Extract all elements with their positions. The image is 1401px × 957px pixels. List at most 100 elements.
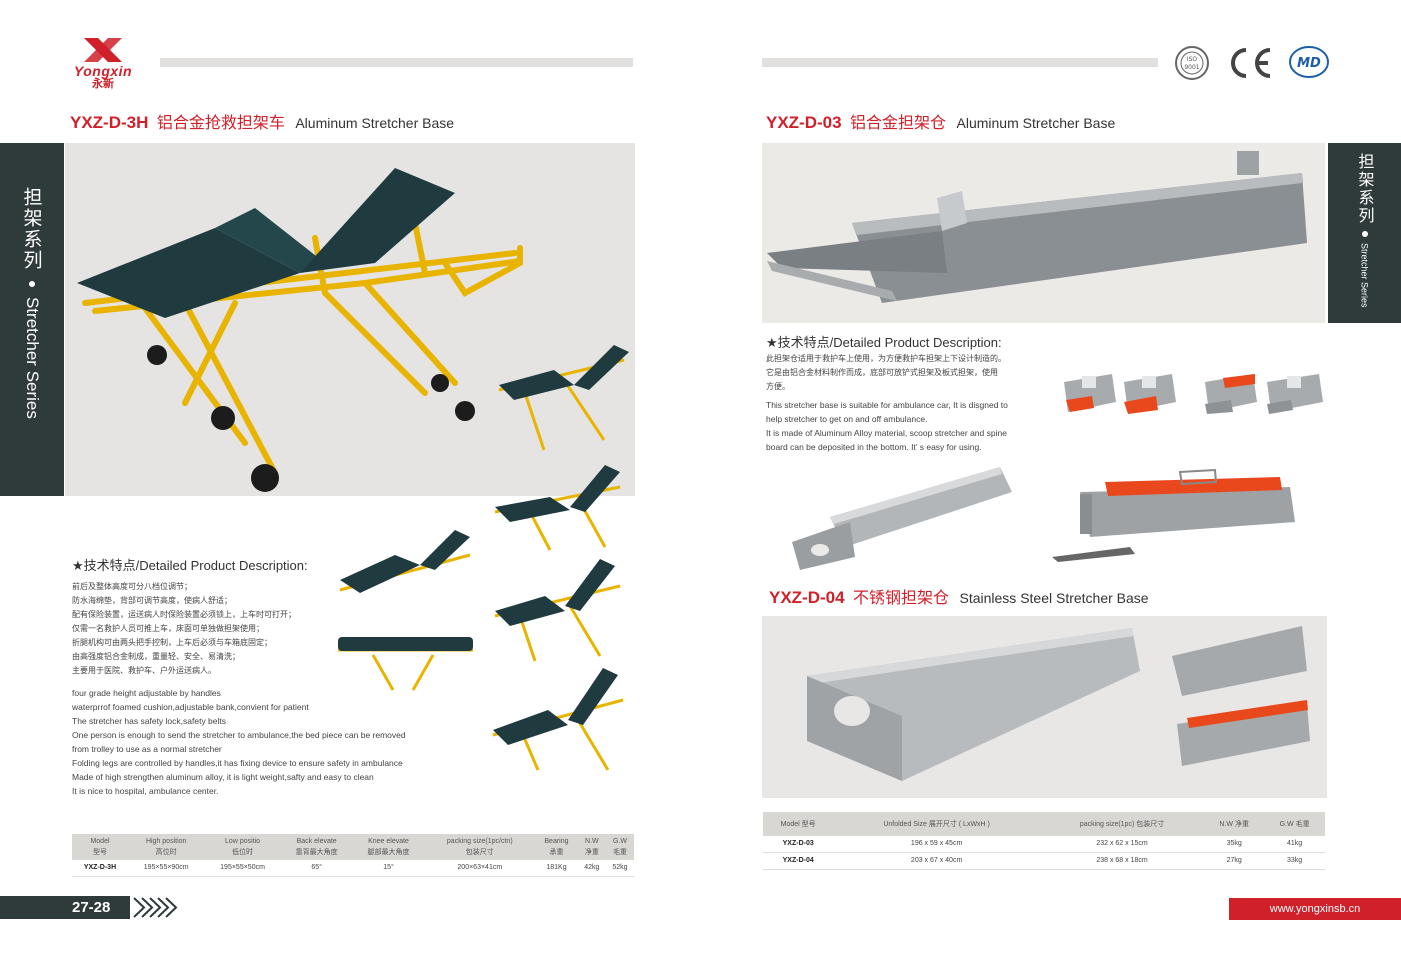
table-cell: YXZ-D-3H bbox=[72, 860, 128, 877]
chevrons-right-icon bbox=[133, 897, 178, 918]
left-desc-cn-line: 主要用于医院、救护车、户外运送病人。 bbox=[72, 666, 216, 675]
left-side-tab: 担架系列 Stretcher Series bbox=[0, 143, 64, 496]
table-cell: 238 x 68 x 18cm bbox=[1039, 852, 1205, 870]
left-desc-en: four grade height adjustable by handles … bbox=[72, 686, 406, 798]
right-bottom-model-code: YXZ-D-04 bbox=[769, 588, 845, 607]
table-header-row: Model 型号 Unfolded Size 展开尺寸 ( LxWxH ) pa… bbox=[763, 812, 1325, 836]
left-title-en: Aluminum Stretcher Base bbox=[295, 115, 455, 131]
table-cell: 52kg bbox=[605, 860, 634, 877]
stretcher-thumbnail-3 bbox=[335, 525, 475, 605]
md-mark-text: MD bbox=[1297, 56, 1321, 71]
side-tab-en: Stretcher Series bbox=[23, 297, 42, 419]
stretcher-thumbnail-4 bbox=[490, 556, 630, 666]
stretcher-thumbnail-5 bbox=[333, 625, 478, 695]
table-header: packing size(1pc) 包装尺寸 bbox=[1039, 812, 1205, 836]
right-desc-cn-line: 方便。 bbox=[766, 382, 790, 391]
md-certification: MD bbox=[1288, 44, 1330, 80]
table-cell: 195×55×50cm bbox=[204, 860, 281, 877]
iso-seal-text-top: ISO bbox=[1187, 56, 1198, 63]
side-tab-cn: 担架系列 bbox=[20, 187, 43, 271]
side-tab-cn-right: 担架系列 bbox=[1355, 153, 1375, 225]
table-cell: 200×63×41cm bbox=[424, 860, 536, 877]
right-top-model-code: YXZ-D-03 bbox=[766, 113, 842, 132]
left-desc-cn-line: 仅需一名救护人员可推上车，床面可单独做担架使用； bbox=[72, 624, 264, 633]
base-thumbnail-4 bbox=[1265, 372, 1325, 416]
table-header: packing size(1pc/ctn)包装尺寸 bbox=[424, 834, 536, 860]
left-desc-heading: ★技术特点/Detailed Product Description: bbox=[72, 558, 308, 573]
stretcher-in-base-image bbox=[1050, 462, 1305, 567]
ce-mark-icon bbox=[1231, 48, 1271, 78]
left-desc-en-line: It is nice to hospital, ambulance center… bbox=[72, 786, 219, 796]
table-cell: YXZ-D-04 bbox=[763, 852, 834, 870]
side-tab-en-right: Stretcher Series bbox=[1359, 243, 1370, 308]
table-cell: 35kg bbox=[1204, 836, 1265, 853]
aluminum-base-open-image bbox=[790, 462, 1015, 572]
iso-seal-icon: ISO 9001 bbox=[1175, 46, 1209, 80]
table-cell: 181Kg bbox=[535, 860, 578, 877]
table-cell: 27kg bbox=[1204, 852, 1265, 870]
table-header: Unfolded Size 展开尺寸 ( LxWxH ) bbox=[833, 812, 1040, 836]
table-cell: 203 x 67 x 40cm bbox=[833, 852, 1040, 870]
left-desc-en-line: Made of high strengthen aluminum alloy, … bbox=[72, 772, 374, 782]
left-desc-cn-line: 前后及整体高度可分八档位调节； bbox=[72, 582, 192, 591]
right-top-title-cn: 铝合金担架仓 bbox=[850, 115, 947, 132]
left-desc-en-line: Folding legs are controlled by handles,i… bbox=[72, 758, 403, 768]
left-desc-en-line: One person is enough to send the stretch… bbox=[72, 730, 406, 740]
base-thumbnail-3 bbox=[1203, 372, 1259, 416]
side-tab-dot-right bbox=[1361, 231, 1368, 237]
iso-certification: ISO 9001 bbox=[1174, 45, 1210, 81]
stretcher-thumbnail-6 bbox=[488, 665, 633, 775]
left-desc-cn: 前后及整体高度可分八档位调节； 防水海绵垫，背部可调节高度，使病人舒适； 配有保… bbox=[72, 580, 296, 678]
table-cell: YXZ-D-03 bbox=[763, 836, 834, 853]
left-desc-cn-line: 由高强度铝合金制成，重量轻、安全、易清洗； bbox=[72, 652, 240, 661]
aluminum-stretcher-base-image bbox=[762, 143, 1325, 323]
right-desc-cn-line: 此担架仓适用于救护车上使用，为方便救护车担架上下设计制造的。 bbox=[766, 354, 1006, 363]
table-cell: 232 x 62 x 15cm bbox=[1039, 836, 1205, 853]
side-tab-dot bbox=[29, 281, 35, 287]
yongxin-logo-mark-icon bbox=[84, 38, 122, 62]
right-bottom-title-en: Stainless Steel Stretcher Base bbox=[959, 590, 1149, 606]
iso-seal-text-bottom: 9001 bbox=[1184, 64, 1199, 71]
left-desc-cn-line: 配有保险装置，运送病人时保险装置必须锁上，上车时可打开； bbox=[72, 610, 296, 619]
base-thumbnail-1 bbox=[1062, 372, 1118, 416]
page-number: 27-28 bbox=[0, 896, 130, 919]
table-header: N.W 净重 bbox=[1204, 812, 1265, 836]
table-row: YXZ-D-3H 195×55×90cm 195×55×50cm 65° 15°… bbox=[72, 860, 634, 877]
left-desc-en-line: four grade height adjustable by handles bbox=[72, 688, 221, 698]
table-cell: 15° bbox=[352, 860, 425, 877]
table-cell: 33kg bbox=[1264, 852, 1325, 870]
right-header-bar bbox=[762, 58, 1158, 67]
right-desc-heading: ★技术特点/Detailed Product Description: bbox=[766, 335, 1002, 350]
table-header: G.W 毛重 bbox=[1264, 812, 1325, 836]
right-desc-en-line: board can be deposited in the bottom. It… bbox=[766, 442, 982, 452]
stretcher-trolley-image bbox=[65, 143, 635, 496]
table-cell: 65° bbox=[280, 860, 353, 877]
left-desc-en-line: waterprrof foamed cushion,adjustable ban… bbox=[72, 702, 309, 712]
table-row: YXZ-D-03 196 x 59 x 45cm 232 x 62 x 15cm… bbox=[763, 836, 1325, 853]
website-link[interactable]: www.yongxinsb.cn bbox=[1229, 898, 1401, 920]
right-desc-en-line: help stretcher to get on and off ambulan… bbox=[766, 414, 928, 424]
right-spec-table: Model 型号 Unfolded Size 展开尺寸 ( LxWxH ) pa… bbox=[763, 812, 1325, 870]
left-model-code: YXZ-D-3H bbox=[70, 113, 149, 132]
right-desc-cn: 此担架仓适用于救护车上使用，为方便救护车担架上下设计制造的。 它是由铝合金材料制… bbox=[766, 352, 1006, 394]
brand-logo: Yongxin 永新 bbox=[58, 36, 148, 92]
table-cell: 195×55×90cm bbox=[127, 860, 205, 877]
left-desc-en-line: The stretcher has safety lock,safety bel… bbox=[72, 716, 227, 726]
brand-name: Yongxin bbox=[73, 63, 133, 79]
stainless-steel-base-image bbox=[762, 616, 1327, 798]
left-section-title: YXZ-D-3H 铝合金抢救担架车 Aluminum Stretcher Bas… bbox=[70, 109, 454, 133]
right-desc-en-line: It is made of Aluminum Alloy material, s… bbox=[766, 428, 1007, 438]
left-title-cn: 铝合金抢救担架车 bbox=[156, 115, 285, 132]
left-desc-cn-line: 防水海绵垫，背部可调节高度，使病人舒适； bbox=[72, 596, 232, 605]
md-mark-icon: MD bbox=[1289, 46, 1329, 78]
table-row: YXZ-D-04 203 x 67 x 40cm 238 x 68 x 18cm… bbox=[763, 852, 1325, 870]
